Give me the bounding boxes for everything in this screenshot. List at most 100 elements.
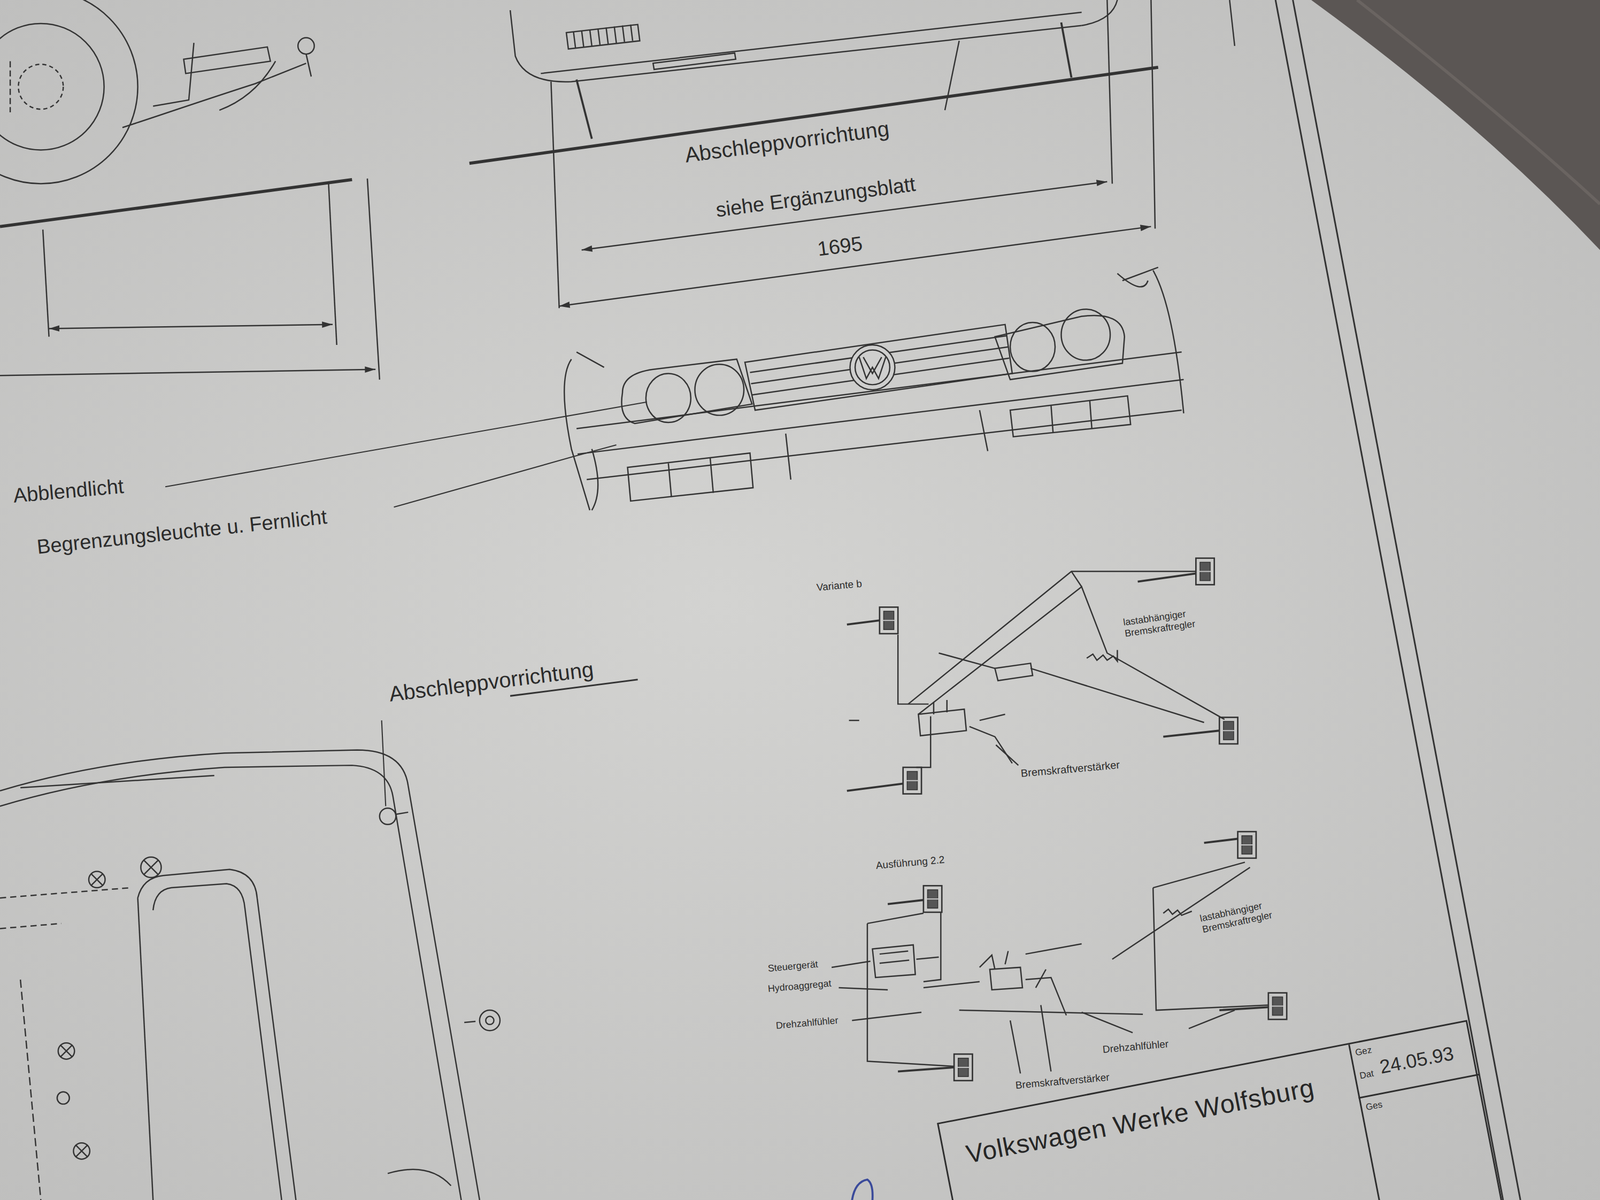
brake-system-abs <box>979 950 1009 969</box>
car-side-view <box>0 369 376 376</box>
car-front-view <box>1010 395 1131 437</box>
car-front-view <box>564 267 1184 511</box>
car-side-view <box>18 64 64 110</box>
car-side-view <box>0 0 138 184</box>
car-front-view <box>863 357 882 374</box>
tailgate-view <box>485 1016 494 1025</box>
brake-system-abs <box>916 957 940 960</box>
sheet-frame <box>1293 0 1521 1200</box>
brake-system-abs <box>1040 1005 1051 1072</box>
car-front-view <box>1010 322 1056 372</box>
brake-system-abs <box>839 987 889 990</box>
brake-system-variant-b <box>908 571 1196 705</box>
car-rear-view-lower <box>1106 0 1113 184</box>
part-label: Abschleppvorrichtung <box>387 656 595 707</box>
wooden-table <box>1311 0 1600 251</box>
part-label: Steuergerät <box>767 958 819 975</box>
brake-system-variant-b <box>918 709 967 736</box>
brake-system-abs <box>1163 909 1192 915</box>
brake-system-abs <box>831 831 1287 1081</box>
car-rear-view-lower <box>510 10 1082 82</box>
brake-system-abs <box>989 967 1023 990</box>
leader-line <box>381 720 387 806</box>
brake-system-variant-b <box>1137 573 1197 582</box>
tailgate-view <box>58 1042 75 1060</box>
tailgate-view <box>479 1010 500 1031</box>
brake-system-variant-b <box>979 714 1006 721</box>
part-label: Hydroaggregat <box>767 978 832 995</box>
car-rear-view-lower <box>1081 0 1118 26</box>
car-rear-view-lower <box>576 79 592 140</box>
brake-system-variant-b <box>933 700 948 715</box>
date-value: 24.05.93 <box>1377 1042 1456 1079</box>
car-side-view <box>42 229 49 337</box>
part-label: Abblendlicht <box>12 474 125 509</box>
car-side-view <box>0 23 105 151</box>
brake-system-variant-b <box>847 558 1238 795</box>
car-rear-view-lower <box>652 52 736 70</box>
brake-system-variant-b <box>1219 717 1238 744</box>
brake-system-abs <box>1025 943 1082 955</box>
car-side-view <box>122 63 306 128</box>
brake-system-abs <box>1237 831 1257 859</box>
tailgate-view <box>0 750 480 1200</box>
wooden-table <box>1311 0 1600 251</box>
car-side-view <box>183 47 271 74</box>
tailgate-view <box>0 750 500 1200</box>
car-front-view <box>1117 273 1148 287</box>
brake-system-abs <box>872 944 915 978</box>
tailgate-view <box>464 1021 476 1023</box>
tailgate-view <box>387 1169 451 1187</box>
car-rear-view-lower <box>1060 22 1072 78</box>
part-label: Bremskraftverstärker <box>1020 758 1121 780</box>
brake-system-variant-b <box>1195 558 1214 586</box>
car-front-view <box>785 433 791 480</box>
brake-system-variant-b <box>897 634 929 705</box>
brake-system-variant-b <box>879 606 898 634</box>
title-block-cell-line <box>1358 1073 1480 1099</box>
brake-system-abs <box>959 1010 1143 1015</box>
brake-system-abs <box>1268 993 1287 1020</box>
note-label: siehe Ergänzungsblatt <box>714 172 918 222</box>
brake-system-abs <box>879 950 910 964</box>
brake-system-variant-b <box>994 663 1033 681</box>
car-front-view <box>994 315 1125 380</box>
car-rear-view-lower <box>550 81 559 309</box>
brake-system-variant-b <box>918 586 1225 720</box>
dimension-value: 1695 <box>816 232 865 261</box>
car-front-view <box>859 357 887 379</box>
car-front-view <box>586 410 1182 480</box>
brake-system-abs <box>1188 1010 1235 1029</box>
car-front-view <box>744 324 1013 411</box>
brake-system-variant-b <box>995 744 1019 766</box>
part-label: Drehzahlfühler <box>775 1014 839 1032</box>
car-side-view <box>305 54 312 77</box>
brake-system-abs <box>1010 1020 1021 1074</box>
part-label: Abschleppvorrichtung <box>683 116 891 168</box>
car-side-view <box>367 178 380 380</box>
leader-line <box>165 402 648 807</box>
car-rear-view-lower <box>573 24 633 49</box>
brake-system-abs <box>923 981 980 988</box>
car-front-view <box>855 350 890 386</box>
brake-system-abs <box>831 960 871 967</box>
car-front-view <box>850 344 896 390</box>
part-label: lastabhängiger Bremskraftregler <box>1122 604 1216 640</box>
brake-system-abs <box>887 900 924 905</box>
car-rear-view-lower <box>559 226 1152 307</box>
car-side-view <box>328 183 337 345</box>
pen-mark <box>851 1179 873 1200</box>
brake-system-variant-b <box>847 620 880 625</box>
brake-system-variant-b <box>1163 730 1220 737</box>
car-side-view <box>152 42 194 106</box>
tailgate-view <box>0 923 61 929</box>
car-front-view <box>1122 267 1159 281</box>
sheet-frame <box>1275 0 1504 1200</box>
car-front-view <box>576 351 605 368</box>
car-side-view <box>9 60 11 112</box>
car-rear-view-lower <box>566 24 640 50</box>
tailgate-view <box>60 1044 73 1058</box>
